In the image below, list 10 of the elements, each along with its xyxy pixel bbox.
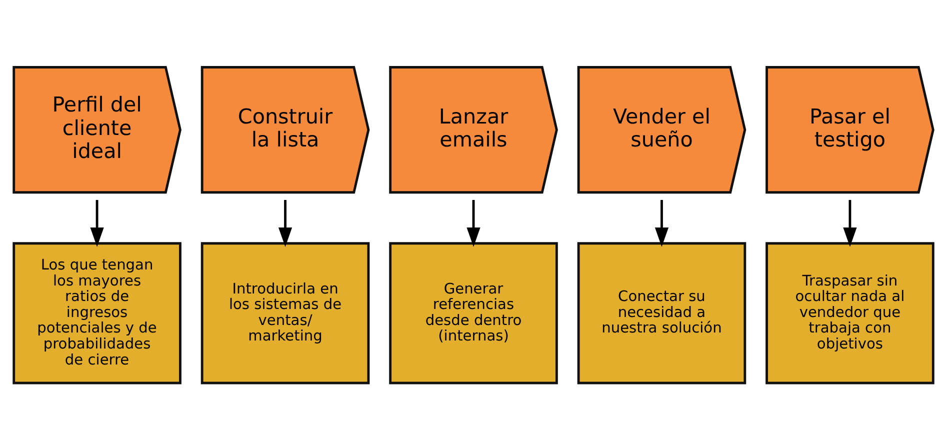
arrow [842,199,856,246]
node-box: Introducirla en los sistemas de ventas/ marketing [200,242,370,384]
arrow [466,199,480,246]
arrow [90,199,104,246]
arrow [654,199,668,246]
node-box: Traspasar sin ocultar nada al vendedor que trabaja con objetivos [765,242,934,384]
node-box: Conectar su necesidad a nuestra solución [576,242,746,384]
arrow [278,199,292,246]
node-box: Generar referencias desde dentro (internas) [388,242,558,384]
node-box: Los que tengan los mayores ratios de ingresos potenciales y de probabilidades de cierre [12,242,181,384]
